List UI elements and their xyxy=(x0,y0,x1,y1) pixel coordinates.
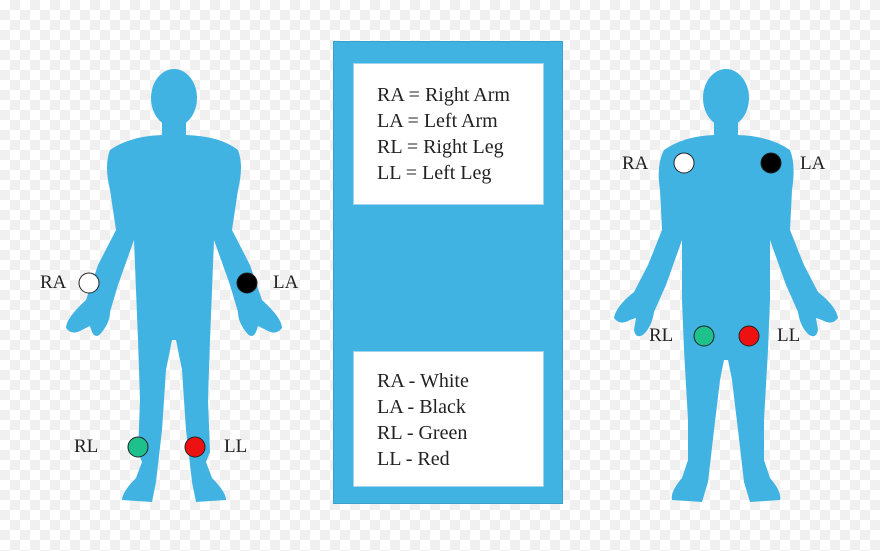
abbreviation-rl: RL = Right Leg xyxy=(377,136,504,158)
legend-panel: RA = Right Arm LA = Left Arm RL = Right … xyxy=(333,41,563,504)
left-ll-label: LL xyxy=(224,436,248,457)
abbreviation-ra: RA = Right Arm xyxy=(377,84,510,106)
right-rl-electrode xyxy=(693,325,715,347)
color-code-rl: RL - Green xyxy=(377,422,468,444)
abbreviation-la: LA = Left Arm xyxy=(377,110,498,132)
left-silhouette xyxy=(66,69,282,502)
color-code-box: RA - White LA - Black RL - Green LL - Re… xyxy=(353,351,544,487)
right-ra-electrode xyxy=(673,152,695,174)
color-code-ll: LL - Red xyxy=(377,448,450,470)
right-ll-electrode xyxy=(738,325,760,347)
left-ll-electrode xyxy=(184,436,206,458)
left-ra-label: RA xyxy=(40,272,67,293)
left-rl-electrode xyxy=(127,436,149,458)
right-la-label: LA xyxy=(800,153,826,174)
right-silhouette xyxy=(614,69,838,502)
left-la-electrode xyxy=(236,272,258,294)
left-rl-label: RL xyxy=(74,436,99,457)
right-ra-label: RA xyxy=(622,153,649,174)
right-rl-label: RL xyxy=(649,325,674,346)
abbreviation-box: RA = Right Arm LA = Left Arm RL = Right … xyxy=(353,63,544,205)
right-ll-label: LL xyxy=(777,325,801,346)
left-ra-electrode xyxy=(78,272,100,294)
color-code-la: LA - Black xyxy=(377,396,466,418)
right-la-electrode xyxy=(760,152,782,174)
color-code-ra: RA - White xyxy=(377,370,469,392)
abbreviation-ll: LL = Left Leg xyxy=(377,162,492,184)
left-la-label: LA xyxy=(273,272,299,293)
